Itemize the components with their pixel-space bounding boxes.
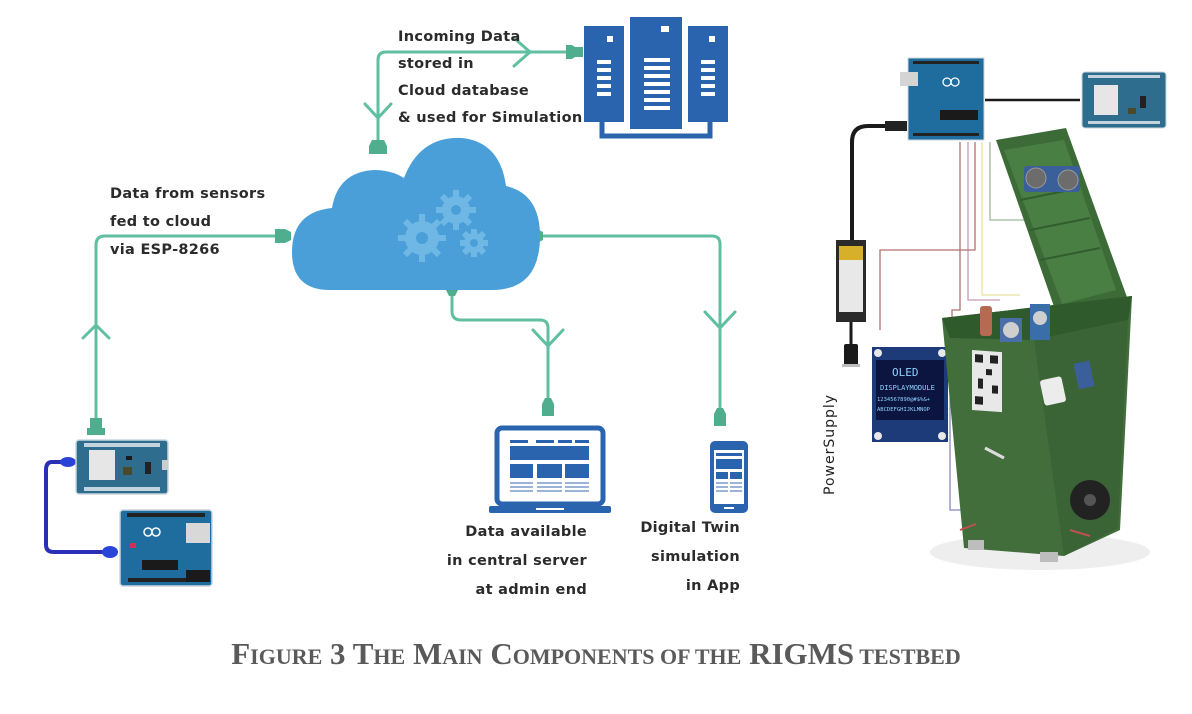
connector-lines xyxy=(81,36,737,422)
label-line: in central server xyxy=(446,553,587,569)
label-cloud-storage: Incoming Data stored in Cloud database &… xyxy=(398,24,582,132)
usb-cable xyxy=(44,460,108,554)
caption-part: M xyxy=(405,636,443,671)
plug-icon xyxy=(369,140,387,154)
label-line: simulation xyxy=(651,549,740,565)
figure-caption: FIGURE 3 THE MAIN COMPONENTS OF THE RIGM… xyxy=(0,636,1192,672)
caption-part: F xyxy=(231,636,251,671)
power-plug-icon xyxy=(842,344,860,367)
laptop-icon xyxy=(489,425,611,513)
plug-icon xyxy=(566,45,583,59)
caption-part: AIN xyxy=(442,644,483,669)
plug-icon xyxy=(714,408,726,426)
caption-part: 3 T xyxy=(322,636,374,671)
plug-icon xyxy=(87,418,105,435)
caption-part: TESTBED xyxy=(854,644,961,669)
edge-cloud-to-phone xyxy=(538,234,722,422)
arrow-down-icon xyxy=(531,328,565,348)
oled-line: DISPLAYMODULE xyxy=(880,384,935,392)
label-line: & used for Simulation xyxy=(398,110,583,126)
smart-bin-icon xyxy=(930,128,1150,570)
smartphone-icon xyxy=(710,441,748,513)
label-line: in App xyxy=(685,578,740,594)
label-line: Incoming Data xyxy=(398,29,521,45)
label-sensor-feed: Data from sensors fed to cloud via ESP-8… xyxy=(110,180,265,264)
ultrasonic-sensor xyxy=(1024,166,1080,192)
caption-part: C xyxy=(482,636,513,671)
esp8266-board xyxy=(1081,71,1167,129)
caption-part: IGURE xyxy=(250,644,323,669)
label-line: Data from sensors xyxy=(110,186,266,202)
label-line: stored in xyxy=(398,56,474,72)
label-admin-server: Data available in central server at admi… xyxy=(440,518,587,605)
esp8266-board xyxy=(75,439,169,495)
arduino-uno-board xyxy=(119,509,213,587)
esp8266-arduino-icon xyxy=(44,439,213,587)
label-digital-twin: Digital Twin simulation in App xyxy=(630,514,740,601)
arrow-right-icon xyxy=(512,36,532,68)
arduino-uno-board xyxy=(900,57,985,141)
arrow-down-icon xyxy=(363,102,393,120)
power-supply-label: PowerSupply xyxy=(822,393,838,495)
battery-icon xyxy=(836,240,866,322)
oled-display: OLED DISPLAYMODULE 1234567890@#$%&+ ABCD… xyxy=(872,347,960,442)
caption-part: RIGMS xyxy=(741,636,855,671)
oled-line: ABCDEFGHIJKLMNOP xyxy=(877,407,931,413)
label-line: Digital Twin xyxy=(640,520,740,536)
caption-part: HE xyxy=(373,644,406,669)
plug-icon xyxy=(275,229,291,243)
label-line: Data available xyxy=(465,524,587,540)
gear-icon xyxy=(398,190,488,262)
arrow-up-icon xyxy=(81,323,111,340)
server-rack-icon xyxy=(584,17,728,139)
oled-line: OLED xyxy=(892,366,919,379)
label-line: Cloud database xyxy=(398,83,530,99)
plug-icon xyxy=(542,398,554,416)
qr-code-icon xyxy=(972,349,1002,413)
arrow-down-icon xyxy=(703,310,737,330)
label-line: fed to cloud xyxy=(110,214,212,230)
cloud-gears-icon xyxy=(292,137,540,290)
label-line: via ESP-8266 xyxy=(110,242,220,258)
hardware-photo: OLED DISPLAYMODULE 1234567890@#$%&+ ABCD… xyxy=(836,57,1167,570)
caption-part: OMPONENTS OF THE xyxy=(512,644,742,669)
edge-cloud-to-laptop xyxy=(450,288,550,412)
edge-sensor-to-cloud xyxy=(94,234,290,420)
oled-line: 1234567890@#$%&+ xyxy=(877,397,931,403)
edge-cloud-database xyxy=(376,50,577,142)
label-line: at admin end xyxy=(475,582,587,598)
